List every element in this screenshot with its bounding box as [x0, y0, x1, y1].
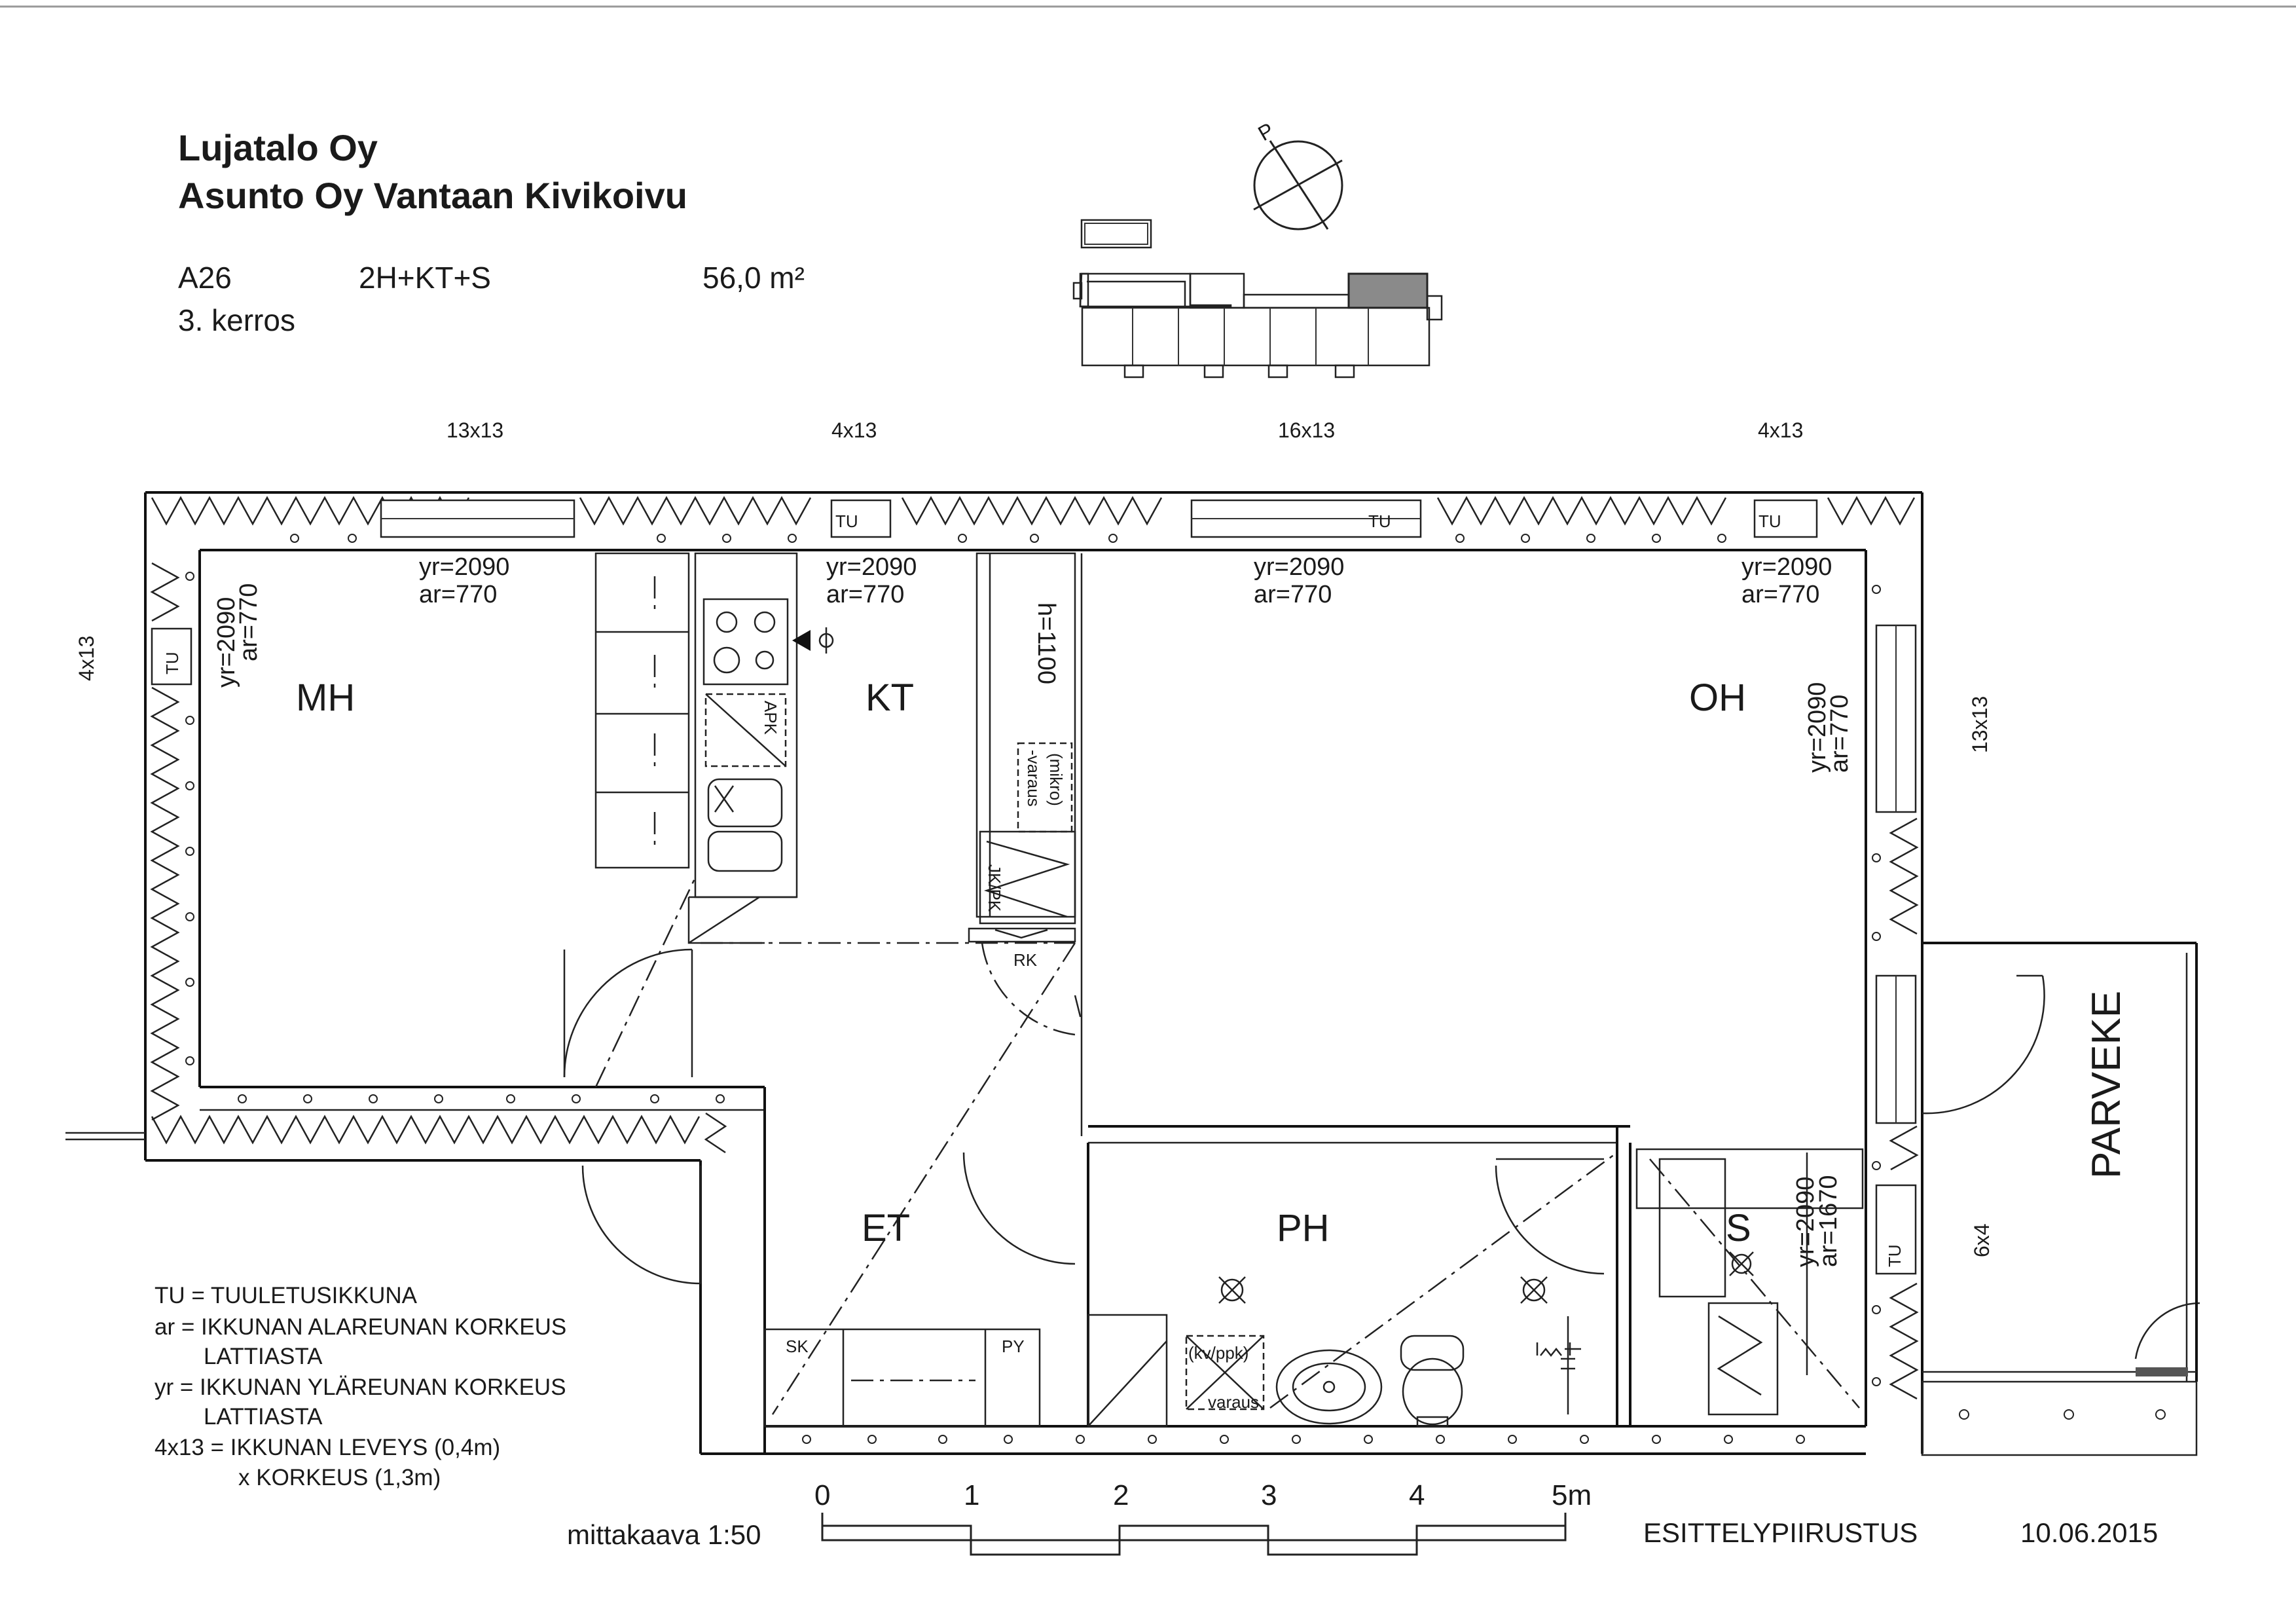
- legend-line-1: TU = TUULETUSIKKUNA: [155, 1283, 418, 1308]
- sk-label: SK: [786, 1337, 809, 1356]
- room-label-et: ET: [862, 1207, 910, 1249]
- tu-label-left: TU: [162, 652, 182, 674]
- yr-label-mh: yr=2090: [419, 553, 509, 581]
- yr-label-oh: yr=2090: [1254, 553, 1344, 581]
- wall-insulation-dots: [185, 534, 1881, 1444]
- room-label-kt: KT: [866, 676, 914, 719]
- apartment-id: A26: [178, 261, 232, 295]
- ar-label-oh-right: ar=770: [1741, 581, 1819, 608]
- room-label-s: S: [1726, 1207, 1751, 1249]
- window-size-balcony: 6x4: [1970, 1223, 1994, 1257]
- key-plan: [1072, 219, 1443, 378]
- yr-label-sauna: yr=2090: [1792, 1177, 1819, 1267]
- legend-line-7: x KORKEUS (1,3m): [238, 1465, 441, 1490]
- wall-insulation: [150, 496, 1919, 1400]
- rk-label: RK: [1013, 950, 1038, 970]
- fan-icon: [792, 627, 834, 654]
- tu-label-top-right: TU: [1758, 511, 1781, 531]
- legend-line-3: LATTIASTA: [204, 1344, 323, 1369]
- apk-label: APK: [761, 701, 780, 735]
- apartment-type: 2H+KT+S: [359, 261, 491, 295]
- legend-line-2: ar = IKKUNAN ALAREUNAN KORKEUS: [155, 1314, 566, 1340]
- drawing-title: ESITTELYPIIRUSTUS: [1643, 1517, 1918, 1548]
- footer: ESITTELYPIIRUSTUS 10.06.2015: [1643, 1517, 2158, 1548]
- scale-tick-2: 2: [1113, 1479, 1129, 1511]
- dashed-guidelines: [594, 877, 1860, 1415]
- scale-tick-4: 4: [1409, 1479, 1425, 1511]
- window-size-top-4: 4x13: [1758, 418, 1803, 442]
- mikro-label: (mikro): [1046, 753, 1066, 806]
- tu-label-top-kt: TU: [835, 511, 858, 531]
- legend-line-4: yr = IKKUNAN YLÄREUNAN KORKEUS: [155, 1375, 566, 1400]
- exterior-walls: [65, 491, 1923, 1455]
- window-height-labels: yr=2090 ar=770 yr=2090 ar=770 yr=2090 ar…: [213, 553, 1853, 1267]
- scale-tick-3: 3: [1261, 1479, 1277, 1511]
- north-label: P: [1254, 118, 1277, 145]
- shower-icon: [1561, 1316, 1575, 1414]
- room-label-ph: PH: [1277, 1207, 1330, 1249]
- room-label-oh: OH: [1689, 676, 1746, 719]
- room-label-parveke: PARVEKE: [2084, 991, 2129, 1179]
- company-name: Lujatalo Oy: [178, 127, 378, 168]
- tu-labels: TU TU TU TU TU: [162, 511, 1904, 1267]
- ar-label-oh: ar=770: [1254, 581, 1332, 608]
- scale-tick-0: 0: [814, 1479, 830, 1511]
- py-label: PY: [1002, 1337, 1025, 1356]
- window-size-left: 4x13: [75, 636, 98, 681]
- scale-bar: mittakaava 1:50 0 1 2 3 4 5m: [567, 1479, 1592, 1556]
- legend: TU = TUULETUSIKKUNA ar = IKKUNAN ALAREUN…: [155, 1283, 566, 1490]
- window-size-top-1: 13x13: [446, 418, 503, 442]
- kvppk-varaus-label: varaus: [1208, 1392, 1259, 1412]
- yr-label-oh-side: yr=2090: [1804, 682, 1831, 773]
- tu-label-top-oh: TU: [1368, 511, 1391, 531]
- floor-label: 3. kerros: [178, 303, 295, 337]
- drawing-date: 10.06.2015: [2020, 1517, 2158, 1548]
- floor-drain-icon: [1218, 1251, 1754, 1304]
- window-size-top-2: 4x13: [831, 418, 877, 442]
- tu-label-sauna: TU: [1885, 1244, 1904, 1267]
- title-block: Lujatalo Oy Asunto Oy Vantaan Kivikoivu …: [178, 127, 805, 337]
- window-size-labels: 13x13 4x13 16x13 4x13 4x13 13x13 6x4: [75, 418, 1994, 1257]
- jkpk-label: JK/PK: [985, 864, 1004, 912]
- room-label-mh: MH: [296, 676, 355, 719]
- windows: [151, 499, 1917, 1275]
- interior-walls: [594, 552, 1864, 1428]
- ar-label-sauna: ar=1670: [1815, 1175, 1842, 1267]
- ar-label-mh-side: ar=770: [235, 583, 263, 661]
- window-size-right: 13x13: [1968, 696, 1992, 753]
- mikro-varaus-label: -varaus: [1024, 750, 1044, 807]
- kvppk-label: (kv/ppk): [1188, 1343, 1248, 1363]
- room-labels: MH KT OH ET PH S PARVEKE: [296, 676, 2129, 1249]
- doors: [563, 942, 2200, 1359]
- project-name: Asunto Oy Vantaan Kivikoivu: [178, 175, 687, 216]
- ar-label-kt: ar=770: [826, 581, 904, 608]
- balcony: [1921, 942, 2198, 1456]
- scale-tick-1: 1: [964, 1479, 979, 1511]
- legend-line-5: LATTIASTA: [204, 1404, 323, 1430]
- ar-label-oh-side: ar=770: [1826, 695, 1853, 773]
- apartment-area: 56,0 m²: [702, 261, 805, 295]
- yr-label-mh-side: yr=2090: [213, 597, 240, 688]
- yr-label-oh-right: yr=2090: [1741, 553, 1832, 581]
- yr-label-kt: yr=2090: [826, 553, 917, 581]
- legend-line-6: 4x13 = IKKUNAN LEVEYS (0,4m): [155, 1435, 500, 1460]
- scale-tick-5: 5m: [1552, 1479, 1592, 1511]
- window-size-top-3: 16x13: [1278, 418, 1335, 442]
- h1100-label: h=1100: [1032, 602, 1060, 684]
- north-arrow-icon: P: [1253, 118, 1343, 231]
- ar-label-mh: ar=770: [419, 581, 497, 608]
- scale-label: mittakaava 1:50: [567, 1519, 761, 1550]
- fixture-labels: h=1100 (mikro) -varaus JK/PK RK APK SK P…: [761, 602, 1259, 1412]
